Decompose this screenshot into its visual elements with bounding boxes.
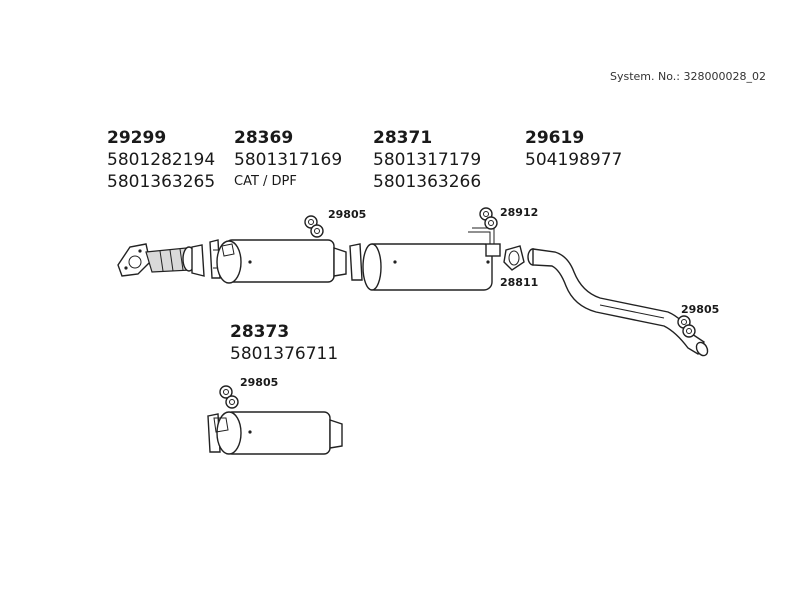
- callout-clamp-lower: 29805: [240, 376, 279, 389]
- clamp-ring-set-1: [304, 215, 324, 238]
- part-ref: 5801376711: [230, 344, 339, 364]
- part-ref: 5801363266: [373, 172, 482, 192]
- part-ref: 5801282194: [107, 150, 216, 170]
- dpf-28373: [207, 411, 343, 455]
- middle-silencer-28371: [362, 227, 501, 291]
- part-label-29619: 29619 504198977: [525, 127, 622, 171]
- part-note: CAT / DPF: [234, 174, 297, 189]
- clamp-ring-set-3: [677, 315, 696, 338]
- flange-clamp-2: [349, 243, 363, 281]
- gasket-28811: [503, 245, 525, 271]
- callout-clamp-tail: 29805: [681, 303, 720, 316]
- part-number: 29619: [525, 128, 585, 148]
- part-number: 29299: [107, 128, 167, 148]
- clamp-ring-set-2: [479, 207, 498, 230]
- part-ref: 5801317169: [234, 150, 343, 170]
- part-number: 28373: [230, 322, 290, 342]
- front-pipe-catalyst: [117, 243, 205, 277]
- clamp-ring-set-4: [219, 385, 239, 409]
- part-ref: 5801363265: [107, 172, 216, 192]
- part-number: 28371: [373, 128, 433, 148]
- part-ref: 5801317179: [373, 150, 482, 170]
- part-label-29299: 29299 5801282194 5801363265: [107, 127, 215, 193]
- dpf-28369: [216, 239, 347, 284]
- part-label-28373: 28373 5801376711: [230, 321, 338, 365]
- callout-gasket-bottom: 28811: [500, 276, 539, 289]
- part-label-28371: 28371 5801317179 5801363266: [373, 127, 481, 193]
- tail-pipe-29619: [527, 248, 709, 357]
- system-number: System. No.: 328000028_02: [610, 70, 766, 83]
- part-number: 28369: [234, 128, 294, 148]
- part-label-28369: 28369 5801317169 CAT / DPF: [234, 127, 342, 193]
- part-ref: 504198977: [525, 150, 623, 170]
- callout-clamp-1: 29805: [328, 208, 367, 221]
- callout-gasket-top: 28912: [500, 206, 539, 219]
